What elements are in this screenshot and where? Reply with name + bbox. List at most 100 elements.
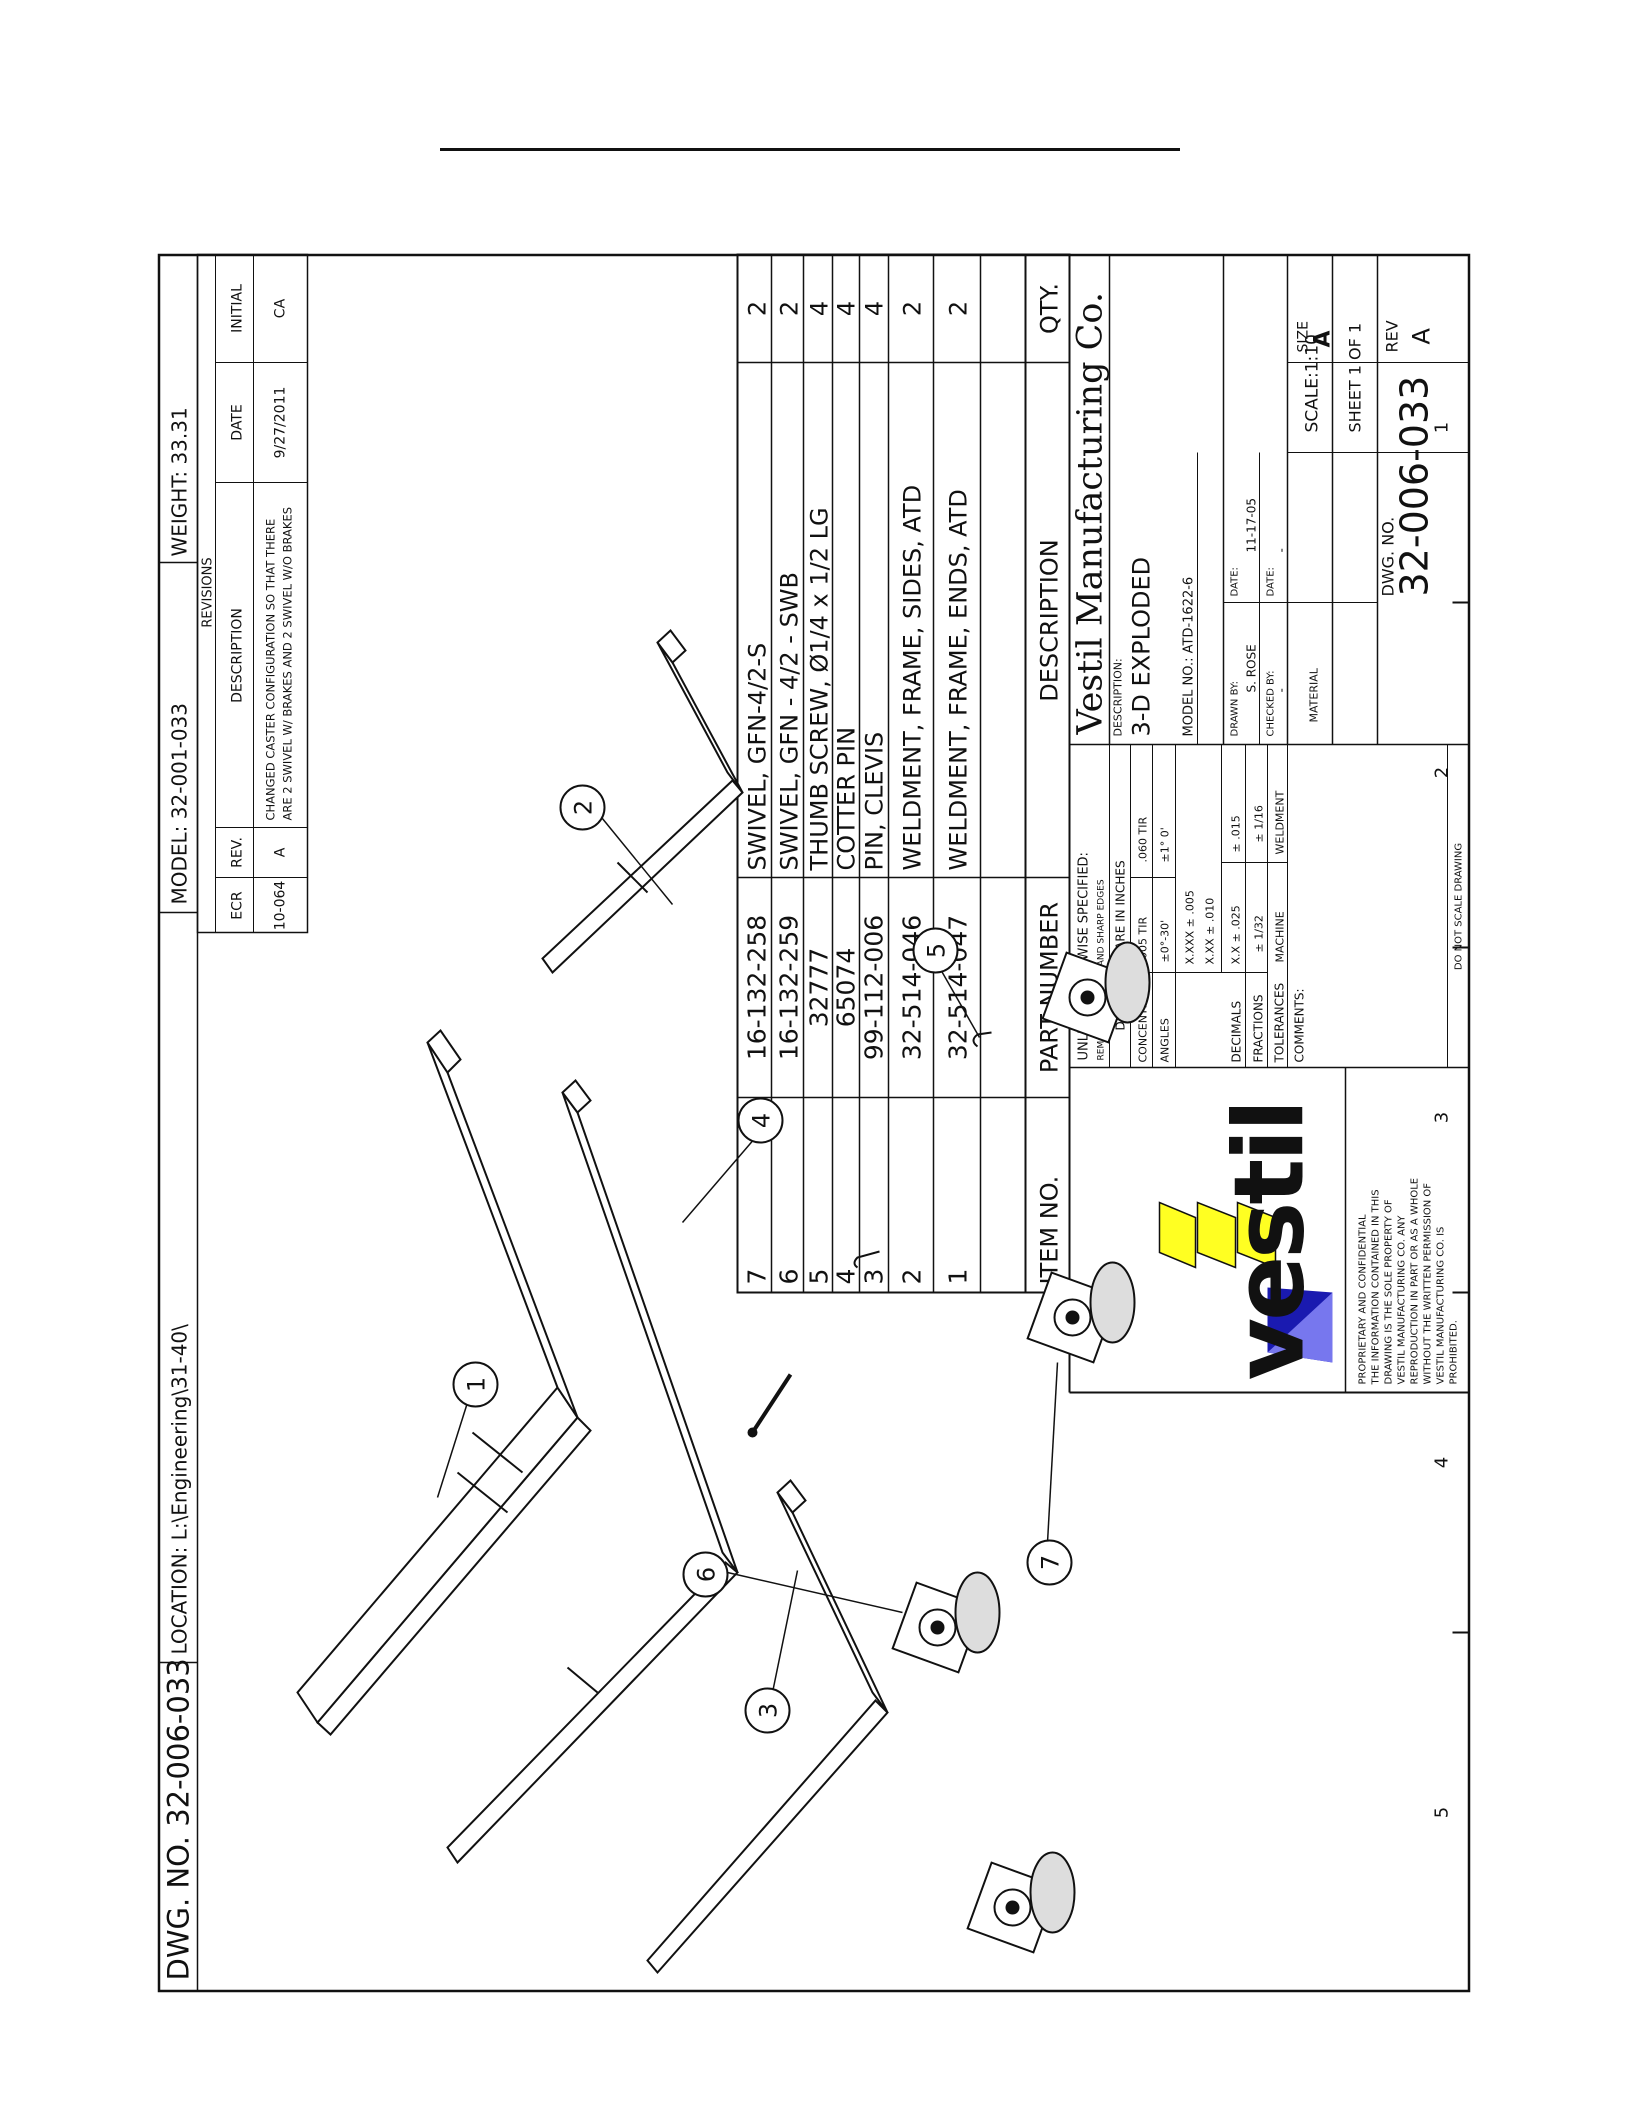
bom-qty-3: 4 (860, 300, 888, 315)
balloon-5: 5 (922, 942, 950, 957)
header-location: LOCATION: L:\Engineering\31-40\ (167, 1323, 191, 1654)
balloon-2: 2 (569, 799, 597, 814)
zone-2: 2 (1431, 766, 1452, 777)
bom-qty-6: 2 (775, 300, 803, 315)
balloon-3: 3 (754, 1702, 782, 1717)
bom-header-qty: QTY. (1035, 283, 1063, 334)
rev-ecr: 10-064 (272, 880, 288, 930)
bom-item-7: 7 (742, 1268, 771, 1284)
bom-part-6: 16-132-259 (774, 914, 803, 1059)
thumb-screw (972, 1031, 992, 1047)
drawing-sheet: DWG. NO. 32-006-033 LOCATION: L:\Enginee… (157, 253, 1470, 1992)
tb-dwg-label: DWG. NO. (1378, 516, 1397, 596)
tb-dec1: X.XXX ± .005 (1183, 890, 1196, 964)
bom-desc-4: COTTER PIN (832, 726, 860, 870)
balloon-1: 1 (462, 1376, 490, 1391)
drawing-sheet-wrapper: DWG. NO. 32-006-033 LOCATION: L:\Enginee… (157, 253, 1470, 1992)
tb-fractions: FRACTIONS (1251, 994, 1265, 1062)
tb-sheet: SHEET 1 OF 1 (1345, 322, 1364, 432)
rev-rev: A (272, 847, 288, 857)
bom-part-4: 65074 (831, 947, 860, 1027)
bom-item-3: 3 (859, 1268, 888, 1284)
frame-ends-weldment (295, 1028, 592, 1736)
tb-dec4: ± .015 (1229, 815, 1242, 852)
tb-drawn-name: S. ROSE (1244, 644, 1258, 692)
bom-desc-3: PIN, CLEVIS (860, 731, 888, 870)
bom-part-7: 16-132-258 (742, 914, 771, 1059)
caster-4 (1040, 941, 1150, 1044)
header-model: MODEL: 32-001-033 (167, 702, 191, 904)
bom-desc-7: SWIVEL, GFN-4/2-S (743, 642, 771, 870)
tb-dec2: X.XX ± .010 (1203, 897, 1216, 964)
rev-col-description: DESCRIPTION (229, 608, 245, 703)
balloon-4-circle (737, 1097, 783, 1143)
bom-table: 7 16-132-258 SWIVEL, GFN-4/2-S 2 6 16-13… (736, 253, 1070, 1293)
top-rule (440, 148, 1180, 151)
bom-part-3: 99-112-006 (859, 914, 888, 1059)
cotter-pin (853, 1250, 880, 1268)
frame-sides-weldment (445, 1078, 739, 1864)
zone-3: 3 (1431, 1111, 1452, 1122)
tb-noscale: DO NOT SCALE DRAWING (1453, 842, 1464, 969)
bom-item-2: 2 (897, 1268, 926, 1284)
tb-angles: ANGLES (1158, 1018, 1171, 1062)
tb-comments: COMMENTS: (1292, 988, 1306, 1062)
tb-tol-b: WELDMENT (1273, 790, 1286, 854)
prop-line-6: WITHOUT THE WRITTEN PERMISSION OF (1422, 1182, 1433, 1384)
prop-line-4: VESTIL MANUFACTURING CO. ANY (1396, 1214, 1407, 1384)
bom-item-4: 4 (831, 1268, 860, 1284)
rev-col-date: DATE (229, 404, 245, 440)
tb-date-label: DATE: (1229, 567, 1240, 596)
tb-material: MATERIAL (1307, 667, 1320, 722)
title-block: vestil PROPRIETARY AND CONFIDENTIAL THE … (1068, 254, 1468, 1393)
prop-line-8: PROHIBITED. (1448, 1320, 1459, 1384)
tb-checked-value: - (1274, 688, 1288, 692)
balloon-callouts: 1 2 3 4 5 6 7 (436, 784, 1072, 1733)
prop-line-5: REPRODUCTION IN PART OR AS A WHOLE (1409, 1177, 1420, 1384)
bom-desc-2: WELDMENT, FRAME, SIDES, ATD (898, 484, 926, 870)
tb-rev-label: REV (1382, 320, 1401, 352)
bom-desc-5: THUMB SCREW, Ø1/4 x 1/2 LG (805, 507, 833, 871)
caster-1 (965, 1851, 1075, 1954)
tb-drawn-by: DRAWN BY: (1229, 680, 1240, 736)
tb-date2-value: - (1274, 548, 1288, 552)
header-weight: WEIGHT: 33.31 (167, 407, 191, 556)
tb-frac-a: ± 1/32 (1252, 915, 1265, 952)
clevis-pin (747, 1372, 792, 1437)
rev-desc-line2: ARE 2 SWIVEL W/ BRAKES AND 2 SWIVEL W/O … (280, 506, 294, 820)
bom-qty-5: 4 (805, 300, 833, 315)
tb-desc-value: 3-D EXPLODED (1127, 556, 1155, 736)
balloon-4: 4 (747, 1112, 775, 1127)
exploded-view (295, 628, 1150, 1974)
company-name: Vestil Manufacturing Co. (1070, 292, 1110, 736)
tb-dwg-no: 32-006-033 (1392, 375, 1436, 596)
rev-col-initial: INITIAL (229, 283, 245, 332)
balloon-6: 6 (692, 1566, 720, 1581)
vestil-logo: vestil (1158, 1101, 1332, 1380)
balloon-6-circle (682, 1551, 728, 1597)
drawing-svg: DWG. NO. 32-006-033 LOCATION: L:\Enginee… (157, 253, 1470, 1992)
tb-decimals: DECIMALS (1229, 1000, 1243, 1062)
tb-date2-label: DATE: (1265, 567, 1276, 596)
bom-desc-6: SWIVEL, GFN - 4/2 - SWB (775, 572, 803, 871)
zone-1: 1 (1431, 421, 1452, 432)
zone-markers: 5 4 3 2 1 (1431, 421, 1468, 1818)
revisions-block (196, 253, 308, 933)
bom-part-5: 32777 (804, 947, 833, 1027)
prop-line-1: PROPRIETARY AND CONFIDENTIAL (1357, 1214, 1368, 1384)
bom-desc-1: WELDMENT, FRAME, ENDS, ATD (944, 489, 972, 870)
bom-header-item: ITEM NO. (1035, 1175, 1063, 1284)
zone-4: 4 (1431, 1456, 1452, 1467)
caster-3 (1025, 1261, 1135, 1364)
tb-size-label: SIZE (1295, 321, 1311, 352)
rev-date: 9/27/2011 (272, 386, 288, 458)
tb-ang-b: ±1° 0' (1158, 827, 1171, 862)
balloon-7: 7 (1036, 1554, 1064, 1569)
balloon-5-circle (912, 927, 958, 973)
tb-date-value: 11-17-05 (1244, 498, 1258, 552)
rev-col-rev: REV. (229, 837, 245, 868)
balloon-3-circle (744, 1687, 790, 1733)
balloon-1-circle (452, 1361, 498, 1407)
tb-model-no: MODEL NO.: ATD-1622-6 (1181, 576, 1196, 736)
prop-line-2: THE INFORMATION CONTAINED IN THIS (1370, 1189, 1381, 1385)
